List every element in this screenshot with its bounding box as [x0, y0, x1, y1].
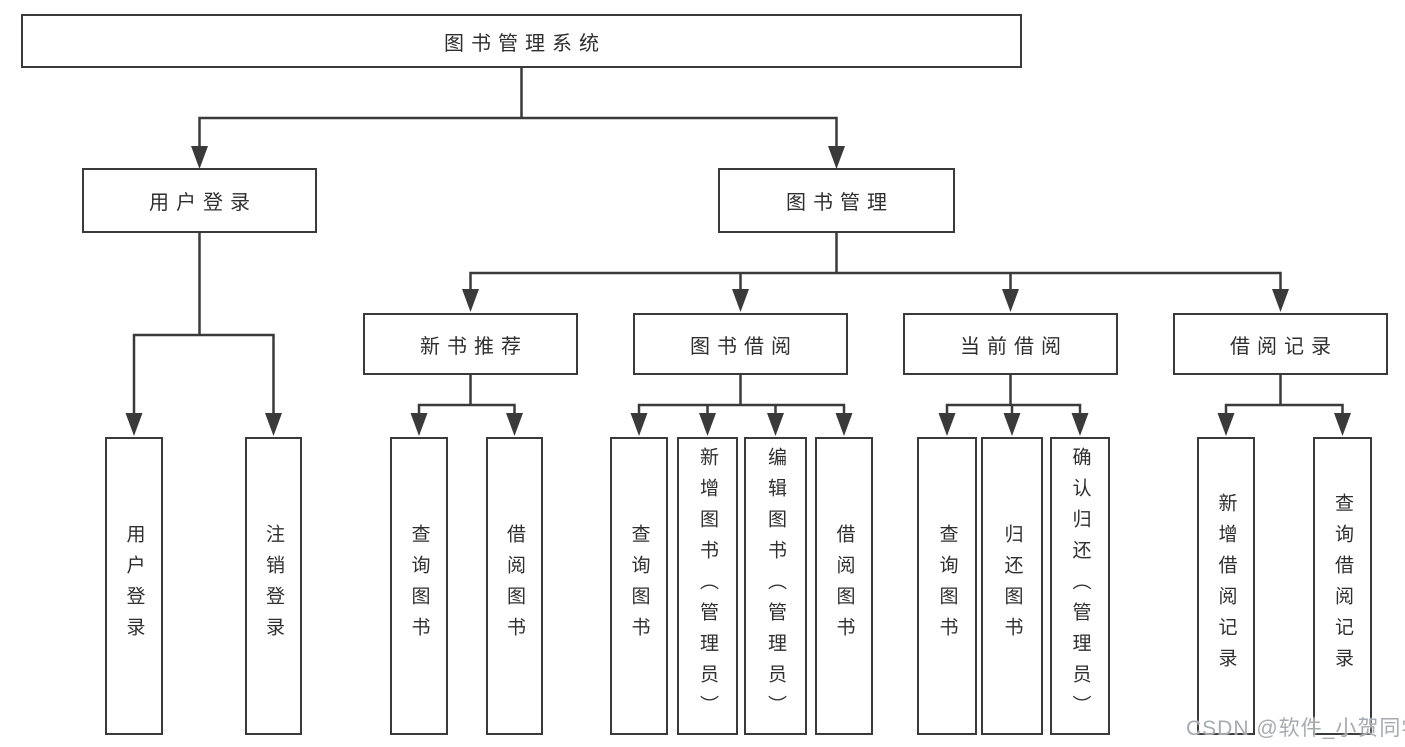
- connector-user-login-to-leaves: [125, 231, 282, 436]
- leaf-recommend-query-books: 查询图书: [390, 437, 448, 735]
- node-label: 借阅图书: [833, 524, 855, 648]
- csdn-watermark: CSDN @软件_小贺同学: [1186, 717, 1405, 740]
- node-label: 用户登录: [149, 192, 257, 214]
- leaf-borrow-edit-books-admin: 编辑图书（管理员）: [744, 437, 807, 735]
- node-user-login: 用户登录: [82, 168, 317, 233]
- node-label: 图书借阅: [690, 335, 798, 358]
- node-label: 注销登录: [263, 524, 284, 648]
- node-book-borrowing: 图书借阅: [633, 313, 848, 375]
- node-label: 借阅记录: [1230, 335, 1338, 358]
- arrow-down-icon: [1003, 413, 1021, 436]
- arrow-down-icon: [1002, 289, 1019, 312]
- node-current-borrowing: 当前借阅: [903, 313, 1118, 375]
- connector-current-to-leaves: [938, 373, 1089, 436]
- node-label: 查询借阅记录: [1332, 493, 1353, 679]
- arrow-down-icon: [1071, 413, 1089, 436]
- leaf-user-login: 用户登录: [105, 437, 163, 735]
- leaf-borrow-add-books-admin: 新增图书（管理员）: [677, 437, 738, 735]
- arrow-down-icon: [732, 289, 749, 312]
- leaf-logout-login: 注销登录: [245, 437, 302, 735]
- arrow-down-icon: [410, 413, 428, 436]
- arrow-down-icon: [1334, 413, 1351, 436]
- node-label: 查询图书: [936, 524, 958, 648]
- leaf-borrow-borrow-books: 借阅图书: [815, 437, 873, 735]
- node-label: 归还图书: [1001, 524, 1023, 648]
- leaf-records-add-record: 新增借阅记录: [1197, 437, 1255, 735]
- arrow-down-icon: [699, 413, 716, 436]
- connector-recommend-to-leaves: [410, 373, 523, 436]
- arrow-down-icon: [125, 413, 143, 436]
- arrow-down-icon: [462, 289, 479, 312]
- connector-root-to-level2: [191, 66, 845, 169]
- node-label: 图书管理: [786, 192, 894, 214]
- node-label: 图书管理系统: [444, 32, 606, 55]
- arrow-down-icon: [835, 413, 853, 436]
- arrow-down-icon: [828, 146, 845, 169]
- leaf-current-query-books: 查询图书: [917, 437, 977, 735]
- leaf-current-return-books: 归还图书: [981, 437, 1043, 735]
- node-label: 借阅图书: [504, 524, 525, 648]
- node-label: 确认归还（管理员）: [1069, 446, 1091, 726]
- arrow-down-icon: [767, 413, 784, 436]
- node-label: 新增图书（管理员）: [697, 446, 718, 726]
- leaf-records-query-record: 查询借阅记录: [1313, 437, 1372, 735]
- connector-book-management-to-level3: [462, 231, 1289, 312]
- arrow-down-icon: [630, 413, 648, 436]
- node-label: 新增借阅记录: [1215, 493, 1237, 679]
- node-root: 图书管理系统: [21, 14, 1022, 68]
- arrow-down-icon: [1217, 413, 1235, 436]
- node-label: 查询图书: [628, 524, 650, 648]
- arrow-down-icon: [938, 413, 956, 436]
- node-label: 用户登录: [123, 524, 145, 648]
- leaf-current-confirm-return-admin: 确认归还（管理员）: [1050, 437, 1110, 735]
- leaf-recommend-borrow-books: 借阅图书: [486, 437, 543, 735]
- node-label: 查询图书: [408, 524, 430, 648]
- node-label: 当前借阅: [960, 335, 1068, 358]
- node-label: 新书推荐: [420, 335, 528, 358]
- arrow-down-icon: [191, 146, 208, 169]
- node-borrowing-records: 借阅记录: [1173, 313, 1388, 375]
- connector-records-to-leaves: [1217, 373, 1351, 436]
- arrow-down-icon: [265, 413, 282, 436]
- arrow-down-icon: [506, 413, 523, 436]
- node-book-management: 图书管理: [718, 168, 955, 233]
- node-new-book-recommendation: 新书推荐: [363, 313, 578, 375]
- node-label: 编辑图书（管理员）: [765, 446, 786, 726]
- arrow-down-icon: [1272, 289, 1289, 312]
- leaf-borrow-query-books: 查询图书: [610, 437, 668, 735]
- connector-borrow-to-leaves: [630, 373, 853, 436]
